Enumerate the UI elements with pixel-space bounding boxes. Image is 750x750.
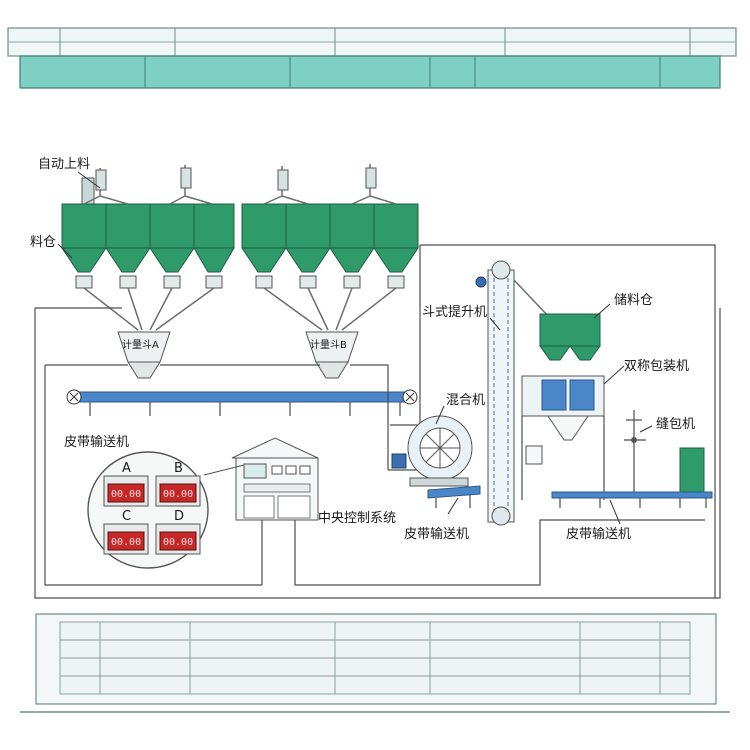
display-a-letter: A [122,461,131,476]
label-mixer: 混合机 [446,393,485,408]
roof-structure [7,27,737,89]
control-panel [87,451,209,569]
display-d-letter: D [174,509,184,524]
display-d [155,523,201,555]
label-double-scale-packer: 双称包装机 [624,359,689,374]
silo-group-a [61,165,235,331]
display-b [155,475,201,507]
bucket-elevator [475,260,551,526]
label-bucket-elevator: 斗式提升机 [422,304,487,320]
label-belt-conveyor-left: 皮带输送机 [64,434,129,450]
silo-6 [285,203,331,273]
weighing-hopper-b [305,331,359,379]
display-c [103,523,149,555]
mixer [391,415,473,487]
label-storage-bin: 储料仓 [614,293,653,308]
silo-group-b [241,164,419,331]
silo-5 [241,203,287,273]
sewing-machine [624,410,705,495]
weighing-hopper-a [117,331,171,379]
label-auto-feed: 自动上料 [38,157,90,172]
storage-bin [539,313,601,361]
silo-7 [329,203,375,273]
label-central-control: 中央控制系统 [318,511,396,526]
display-d-value: 00.00 [163,537,193,548]
display-c-value: 00.00 [111,537,141,548]
belt-conveyor-right [551,491,713,508]
display-a [103,475,149,507]
label-hopper-a: 计量斗A [122,338,159,351]
display-c-letter: C [122,509,131,524]
double-scale-packer [521,375,605,500]
label-silo: 料仓 [30,235,56,250]
display-b-value: 00.00 [163,489,193,500]
silo-8 [373,203,419,273]
label-hopper-b: 计量斗B [310,338,347,351]
frame-lines [34,244,721,599]
display-b-letter: B [174,461,183,476]
silo-4 [193,203,235,273]
silo-2 [105,203,151,273]
belt-conveyor-middle [427,485,481,508]
label-sewing-machine: 缝包机 [656,417,695,432]
belt-conveyor-left [66,389,418,416]
label-belt-conveyor-right: 皮带输送机 [566,526,631,542]
label-belt-conveyor-mid: 皮带输送机 [404,526,469,542]
silo-3 [149,203,195,273]
display-a-value: 00.00 [111,489,141,500]
leader-lines [57,171,653,525]
floor-truss [20,613,730,713]
central-control-house [203,437,319,521]
